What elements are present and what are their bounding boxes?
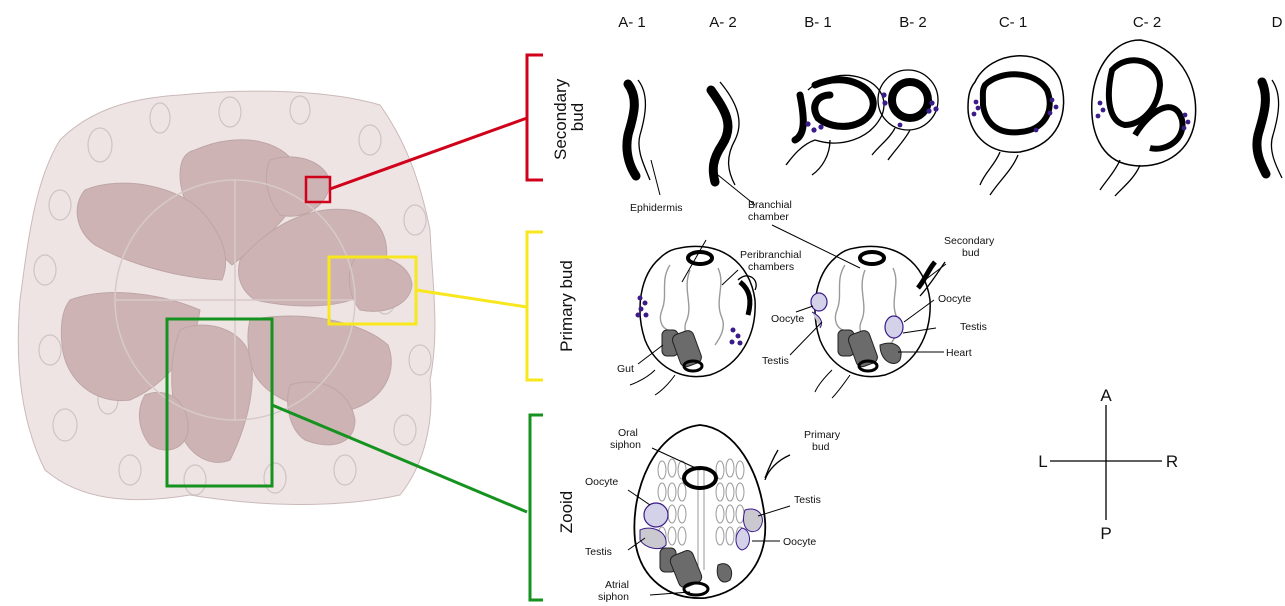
- primary-bud-bracket-label: Primary bud: [557, 260, 576, 352]
- heart-label: Heart: [946, 347, 972, 359]
- stage-b1-drawing: [786, 75, 884, 175]
- branchial-chamber-label: Branchial chamber: [748, 199, 795, 223]
- primary-bud-left-drawing: [630, 246, 756, 395]
- zooid-testis-right-label: Testis: [794, 494, 821, 506]
- oral-siphon-label: Oral siphon: [610, 427, 641, 451]
- zooid-oocyte-right-label: Oocyte: [783, 536, 816, 548]
- stage-c1-drawing: [968, 56, 1064, 195]
- ephidermis-label: Ephidermis: [630, 202, 683, 214]
- orientation-axes: A P L R: [1038, 386, 1178, 543]
- testis-left-label: Testis: [762, 355, 789, 367]
- stage-labels: A- 1 A- 2 B- 1 B- 2 C- 1 C- 2 D: [618, 14, 1282, 31]
- secondary-bud-label: Secondary bud: [944, 235, 997, 259]
- zooid-primary-bud-label: Primary bud: [804, 429, 843, 453]
- stage-b2-drawing: [872, 70, 939, 160]
- stage-label-d: D: [1272, 14, 1283, 31]
- stage-label-a1: A- 1: [618, 14, 646, 31]
- stage-c2-drawing: [1092, 40, 1196, 196]
- stage-a2-drawing: [711, 82, 739, 185]
- stage-label-b2: B- 2: [899, 14, 927, 31]
- zooid-testis-left-label: Testis: [585, 546, 612, 558]
- oocyte-left-label: Oocyte: [771, 313, 804, 325]
- oocyte-right-label: Oocyte: [938, 293, 971, 305]
- stage-label-a2: A- 2: [709, 14, 737, 31]
- primary-bud-bracket: Primary bud: [527, 232, 576, 380]
- axis-anterior-label: A: [1100, 386, 1112, 405]
- zooid-labels: Oral siphon Primary bud Oocyte Testis Oo…: [585, 427, 843, 603]
- stage-label-c2: C- 2: [1133, 14, 1161, 31]
- zooid-oocyte-left-label: Oocyte: [585, 476, 618, 488]
- colony-illustration: [18, 91, 527, 512]
- secondary-bud-bracket: Secondary bud: [527, 55, 587, 180]
- secondary-bud-bracket-label: Secondary bud: [551, 74, 587, 160]
- stage-a1-drawing: [627, 80, 650, 180]
- axis-posterior-label: P: [1100, 524, 1111, 543]
- peribranchial-chambers-label: Peribranchial chambers: [740, 249, 804, 273]
- zooid-bracket: Zooid: [530, 415, 576, 600]
- gut-label: Gut: [617, 363, 634, 375]
- atrial-siphon-label: Atrial siphon: [598, 579, 632, 603]
- axis-right-label: R: [1166, 452, 1178, 471]
- stage-label-b1: B- 1: [804, 14, 832, 31]
- stage-d-drawing: [1257, 80, 1282, 178]
- zooid-bracket-label: Zooid: [557, 491, 576, 534]
- testis-right-label: Testis: [960, 321, 987, 333]
- stage-label-c1: C- 1: [999, 14, 1027, 31]
- primary-bud-right-drawing: [811, 246, 945, 398]
- ephidermis-pointer: [651, 160, 660, 195]
- axis-left-label: L: [1038, 452, 1047, 471]
